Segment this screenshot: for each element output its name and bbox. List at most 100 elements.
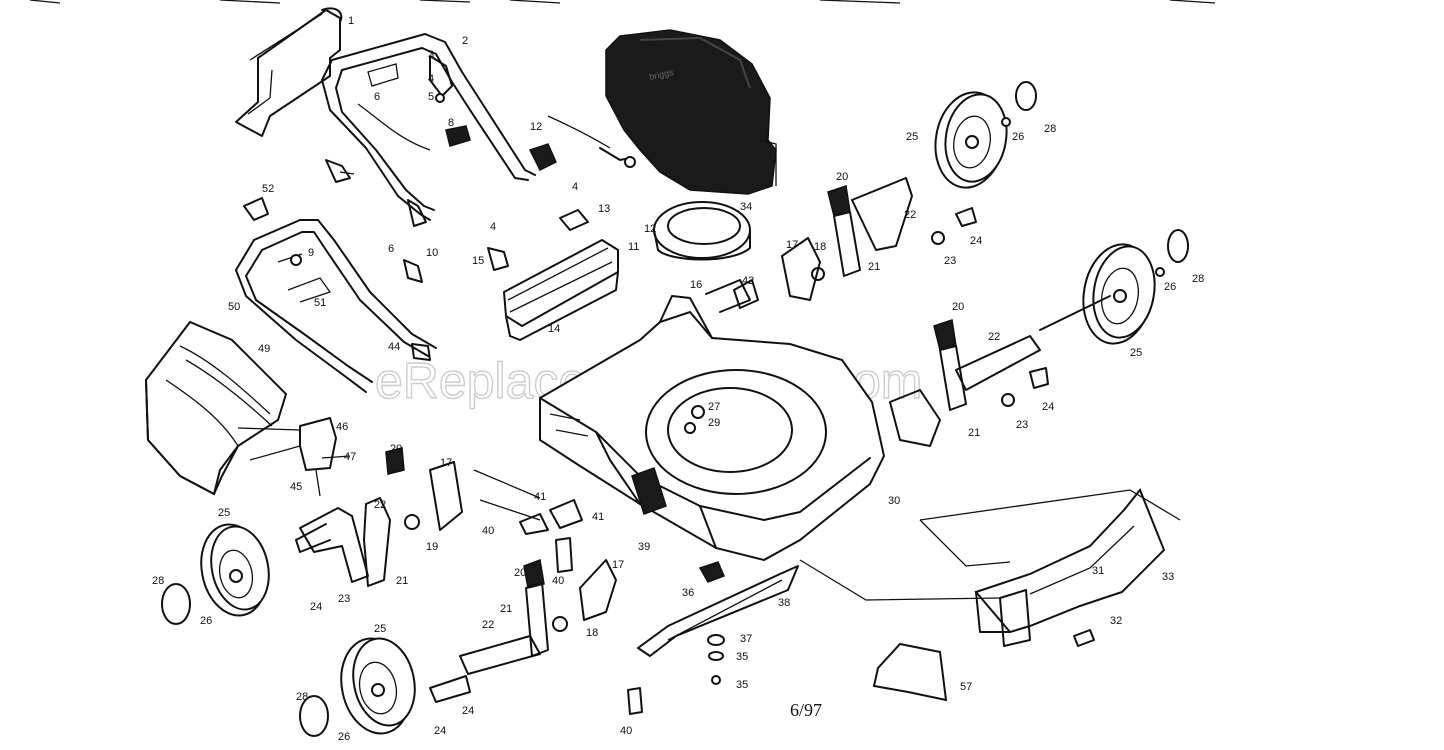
part-callout-19: 19 bbox=[426, 541, 438, 553]
part-callout-6: 6 bbox=[374, 91, 380, 103]
part-callout-21: 21 bbox=[500, 603, 512, 615]
part-callout-26: 26 bbox=[200, 615, 212, 627]
part-callout-38: 38 bbox=[778, 597, 790, 609]
part-callout-26: 26 bbox=[1012, 131, 1024, 143]
part-callout-40: 40 bbox=[552, 575, 564, 587]
handle-knobs bbox=[243, 197, 431, 361]
part-callout-20: 20 bbox=[514, 567, 526, 579]
left-front-height-adjuster bbox=[429, 558, 617, 703]
part-callout-25: 25 bbox=[218, 507, 230, 519]
mower-deck bbox=[539, 279, 886, 562]
part-callout-28: 28 bbox=[296, 691, 308, 703]
part-callout-24: 24 bbox=[462, 705, 474, 717]
part-callout-20: 20 bbox=[952, 301, 964, 313]
part-callout-4: 4 bbox=[490, 221, 496, 233]
part-callout-28: 28 bbox=[1044, 123, 1056, 135]
part-callout-4: 4 bbox=[428, 73, 434, 85]
part-callout-21: 21 bbox=[868, 261, 880, 273]
left-rear-wheel bbox=[161, 523, 270, 625]
part-callout-37: 37 bbox=[740, 633, 752, 645]
right-rear-wheel bbox=[934, 81, 1037, 189]
part-callout-17: 17 bbox=[786, 239, 798, 251]
throttle-control bbox=[528, 115, 636, 172]
part-callout-23: 23 bbox=[944, 255, 956, 267]
part-callout-29: 29 bbox=[708, 417, 720, 429]
part-callout-24: 24 bbox=[970, 235, 982, 247]
left-front-wheel bbox=[299, 637, 416, 737]
part-callout-26: 26 bbox=[338, 731, 350, 743]
part-callout-44: 44 bbox=[388, 341, 400, 353]
part-callout-45: 45 bbox=[290, 481, 302, 493]
part-callout-13: 13 bbox=[598, 203, 610, 215]
part-callout-3: 3 bbox=[428, 49, 434, 61]
part-callout-35: 35 bbox=[736, 651, 748, 663]
part-callout-9: 9 bbox=[308, 247, 314, 259]
part-callout-24: 24 bbox=[434, 725, 446, 737]
right-height-adjusters bbox=[781, 177, 1111, 447]
rear-flap bbox=[487, 209, 619, 341]
part-callout-21: 21 bbox=[968, 427, 980, 439]
lower-handle bbox=[235, 219, 437, 393]
blade-assembly bbox=[627, 561, 799, 715]
part-callout-23: 23 bbox=[1016, 419, 1028, 431]
part-callout-41: 41 bbox=[534, 491, 546, 503]
part-callout-47: 47 bbox=[344, 451, 356, 463]
part-callout-32: 32 bbox=[1110, 615, 1122, 627]
part-callout-18: 18 bbox=[814, 241, 826, 253]
top-edge-artifacts bbox=[29, 0, 1216, 4]
part-callout-50: 50 bbox=[228, 301, 240, 313]
part-callout-25: 25 bbox=[906, 131, 918, 143]
left-rear-height-adjuster bbox=[295, 447, 405, 587]
center-brackets bbox=[404, 461, 583, 573]
part-callout-46: 46 bbox=[336, 421, 348, 433]
part-callout-8: 8 bbox=[448, 117, 454, 129]
part-callout-22: 22 bbox=[482, 619, 494, 631]
grass-bag bbox=[144, 320, 288, 496]
part-callout-14: 14 bbox=[548, 323, 560, 335]
part-callout-4: 4 bbox=[572, 181, 578, 193]
part-callout-49: 49 bbox=[258, 343, 270, 355]
right-mid-bracket bbox=[733, 279, 759, 309]
rear-discharge-door bbox=[799, 488, 1181, 702]
part-callout-21: 21 bbox=[396, 575, 408, 587]
part-callout-15: 15 bbox=[472, 255, 484, 267]
part-callout-40: 40 bbox=[482, 525, 494, 537]
part-callout-42: 42 bbox=[742, 275, 754, 287]
date-code: 6/97 bbox=[790, 700, 822, 720]
part-callout-20: 20 bbox=[836, 171, 848, 183]
part-callout-31: 31 bbox=[1092, 565, 1104, 577]
part-callout-18: 18 bbox=[586, 627, 598, 639]
part-callout-26: 26 bbox=[1164, 281, 1176, 293]
part-callout-41: 41 bbox=[592, 511, 604, 523]
part-callout-25: 25 bbox=[1130, 347, 1142, 359]
part-callout-39: 39 bbox=[638, 541, 650, 553]
upper-handle bbox=[321, 33, 536, 221]
part-callout-30: 30 bbox=[888, 495, 900, 507]
part-callout-17: 17 bbox=[440, 457, 452, 469]
part-callout-25: 25 bbox=[374, 623, 386, 635]
part-callout-22: 22 bbox=[374, 499, 386, 511]
part-callout-22: 22 bbox=[988, 331, 1000, 343]
part-callout-28: 28 bbox=[1192, 273, 1204, 285]
part-callout-40: 40 bbox=[620, 725, 632, 737]
part-callout-35: 35 bbox=[736, 679, 748, 691]
part-callout-51: 51 bbox=[314, 297, 326, 309]
right-front-wheel bbox=[1082, 229, 1189, 345]
part-callout-12: 12 bbox=[644, 223, 656, 235]
part-callout-36: 36 bbox=[682, 587, 694, 599]
part-callout-5: 5 bbox=[428, 91, 434, 103]
part-callout-27: 27 bbox=[708, 401, 720, 413]
engine-gasket-ring bbox=[653, 201, 751, 261]
bag-hinge-bracket bbox=[237, 417, 351, 497]
part-callout-16: 16 bbox=[690, 279, 702, 291]
part-callout-20: 20 bbox=[390, 443, 402, 455]
part-callout-6: 6 bbox=[388, 243, 394, 255]
part-callout-10: 10 bbox=[426, 247, 438, 259]
part-callout-57: 57 bbox=[960, 681, 972, 693]
part-callout-34: 34 bbox=[740, 201, 752, 213]
part-callout-28: 28 bbox=[152, 575, 164, 587]
part-callout-12: 12 bbox=[530, 121, 542, 133]
